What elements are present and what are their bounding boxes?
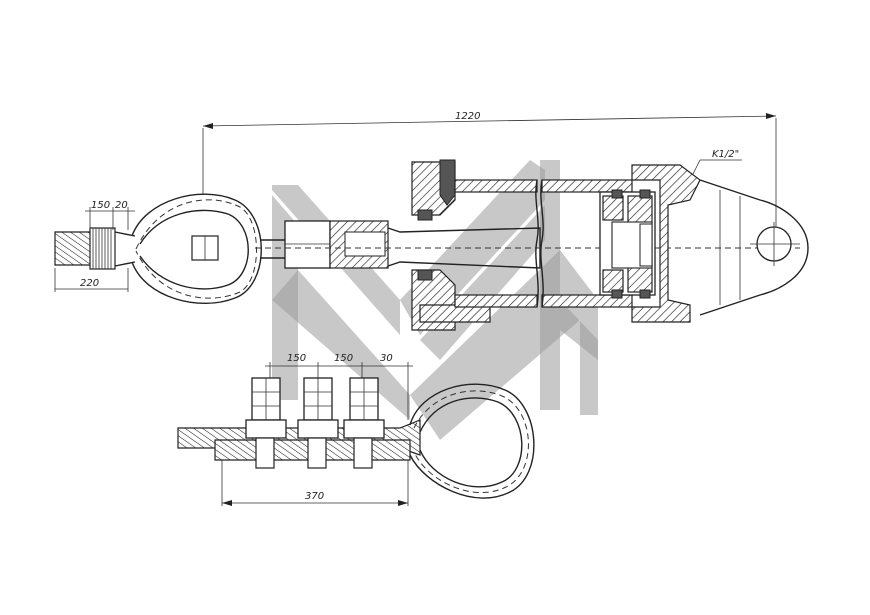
- dimension-1220-label: 1220: [455, 111, 480, 122]
- dimension-clamp-150-a-label: 150: [287, 353, 306, 364]
- thread-label: K1/2": [712, 149, 739, 160]
- dimension-370-label: 370: [305, 491, 324, 502]
- dimension-clamp-150-b-label: 150: [334, 353, 353, 364]
- dimension-20-label: 20: [115, 200, 128, 211]
- dimension-overall: 1220: [202, 111, 777, 235]
- dimension-150-label: 150: [91, 200, 110, 211]
- connecting-rod: [255, 220, 800, 269]
- dimension-clamp-30-label: 30: [380, 353, 393, 364]
- thread-note: K1/2": [689, 149, 742, 181]
- cylinder-body: [411, 159, 809, 331]
- rope-eye-left: 150 20 220: [54, 193, 262, 305]
- dimension-220-label: 220: [80, 278, 99, 289]
- rope-clamp-assembly: 150 150 30 370: [177, 353, 535, 506]
